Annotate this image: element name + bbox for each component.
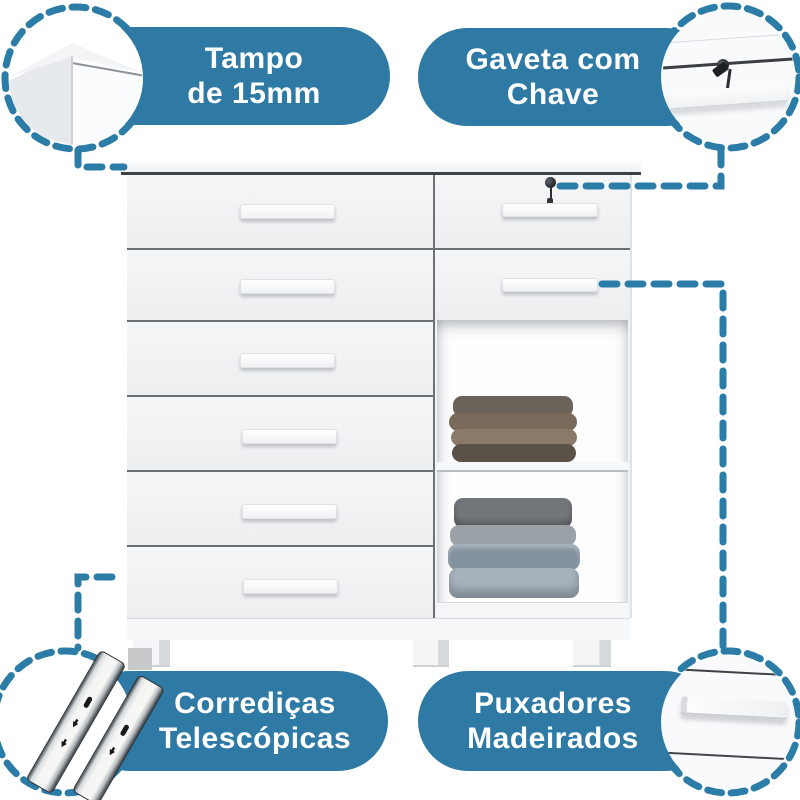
callout-label: Corrediças xyxy=(174,687,336,720)
drawer-right-2 xyxy=(435,248,630,320)
handle-bar xyxy=(680,696,788,720)
slides-photo-corner xyxy=(128,648,152,670)
drawer-handle xyxy=(242,504,337,519)
key-icon xyxy=(550,187,552,200)
callout-label: de 15mm xyxy=(187,77,321,110)
drawer-left-2 xyxy=(127,248,433,320)
rail-arrow-icon xyxy=(59,738,69,749)
drawer-handle xyxy=(502,203,598,217)
drawer-handle xyxy=(240,279,335,294)
drawer-handle-icon xyxy=(661,655,795,789)
drawer-left-6 xyxy=(127,545,433,618)
dresser-foot xyxy=(573,640,611,667)
lock-icon xyxy=(545,177,556,188)
drawer-handle xyxy=(240,204,335,219)
connector-bottom-right xyxy=(598,280,727,653)
drawer-left-3 xyxy=(127,320,433,395)
drawer-handle xyxy=(502,278,598,292)
lock-and-keys-icon xyxy=(661,10,795,144)
left-drawer-column xyxy=(127,175,435,618)
callout-label: Madeirados xyxy=(467,722,639,755)
tabletop-corner-icon xyxy=(9,11,143,145)
callout-label: Gaveta com xyxy=(465,43,641,76)
drawer-gap-line xyxy=(663,751,793,761)
board-seam-line xyxy=(71,56,73,145)
compartment-floor xyxy=(437,602,628,618)
drawer-handle xyxy=(243,579,338,594)
connector-top-right xyxy=(556,146,725,190)
clothes-layer xyxy=(451,429,577,446)
drawer-left-1 xyxy=(127,175,433,248)
rail-arrow-icon xyxy=(70,718,80,729)
callout-label: Telescópicas xyxy=(158,722,352,755)
clothes-stack-gray xyxy=(448,498,582,600)
rail-arrow-icon xyxy=(107,746,117,757)
clothes-layer xyxy=(452,444,576,462)
connector-bottom-left xyxy=(74,573,116,652)
rail-slot xyxy=(119,723,130,737)
callout-label: Puxadores xyxy=(474,687,632,720)
connector-top-left xyxy=(74,146,128,171)
drawer-handle xyxy=(240,353,335,368)
clothes-layer xyxy=(449,413,577,431)
dresser-plinth xyxy=(127,618,630,640)
shelf-board xyxy=(437,462,628,472)
clothes-layer xyxy=(453,396,573,417)
key-icon xyxy=(547,198,553,207)
dresser-foot xyxy=(413,640,449,667)
right-column xyxy=(435,175,630,618)
drawer-top-line xyxy=(667,33,789,44)
clothes-layer xyxy=(449,568,579,598)
clothes-layer xyxy=(454,498,572,528)
clothes-layer xyxy=(450,525,576,546)
handle-ledge xyxy=(668,83,788,111)
clothes-stack-brown xyxy=(449,396,579,462)
drawer-left-4 xyxy=(127,395,433,470)
callout-label: Chave xyxy=(506,78,600,111)
clothes-layer xyxy=(448,544,580,570)
drawer-handle xyxy=(242,429,337,444)
dresser-top-board xyxy=(121,161,641,175)
callout-label: Tampo xyxy=(204,42,304,75)
dresser-body xyxy=(127,175,632,618)
shelf-compartment xyxy=(437,320,628,618)
drawer-left-5 xyxy=(127,470,433,545)
rail-slot xyxy=(82,695,93,709)
